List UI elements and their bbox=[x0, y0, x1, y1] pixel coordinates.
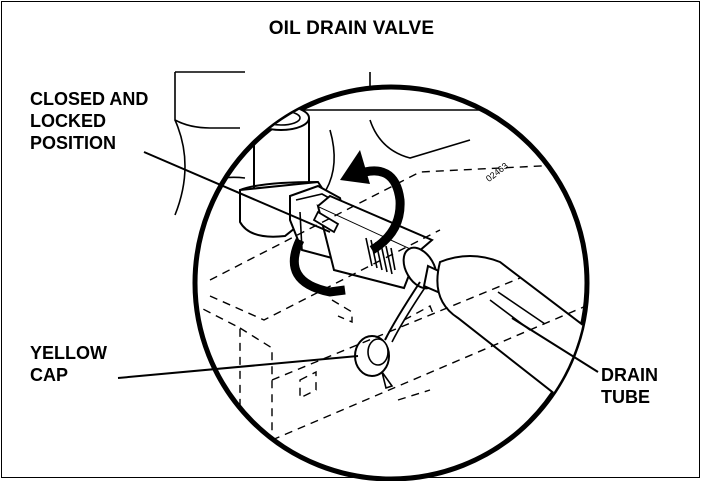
label-closed-locked-position: CLOSED AND LOCKED POSITION bbox=[30, 89, 149, 153]
leader-drain-tube bbox=[511, 317, 599, 373]
figure-title: OIL DRAIN VALVE bbox=[268, 18, 435, 39]
leader-closed-locked bbox=[143, 151, 331, 233]
label-yellow-cap: YELLOW CAP bbox=[30, 343, 107, 385]
rotation-arrow-icon bbox=[289, 150, 405, 297]
label-drain-tube: DRAIN TUBE bbox=[601, 365, 658, 407]
yellow-cap-shape bbox=[354, 281, 427, 390]
leader-lines bbox=[117, 151, 599, 379]
leader-yellow-cap bbox=[117, 355, 359, 379]
valve-cylinder bbox=[312, 194, 438, 290]
